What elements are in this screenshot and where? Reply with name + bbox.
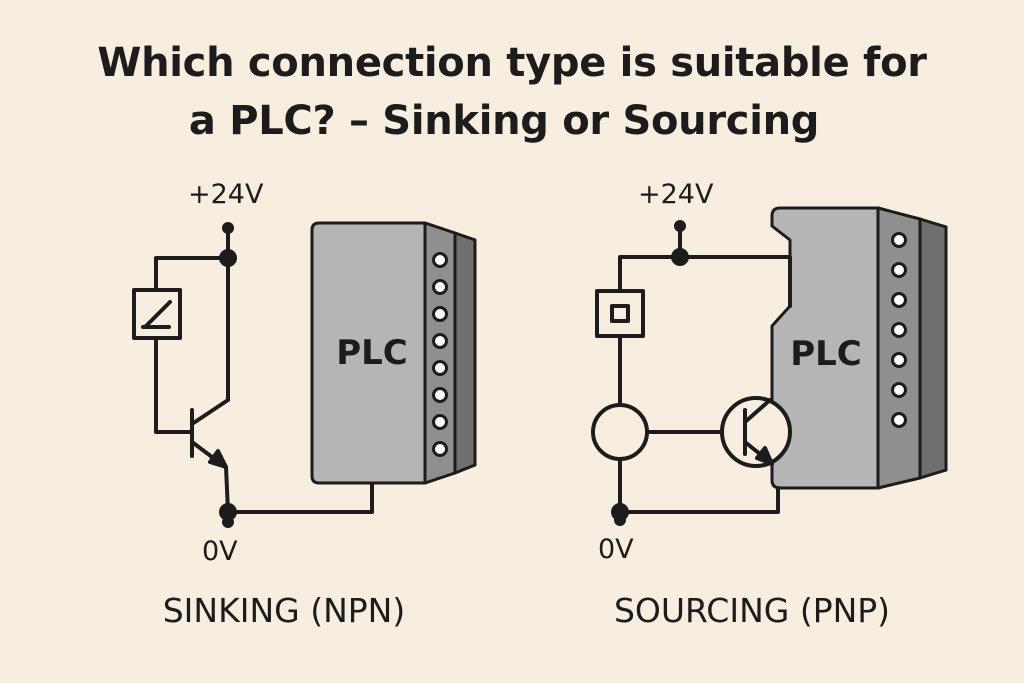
sourcing-plc-terminal-screw-icon xyxy=(891,232,907,248)
sinking-plc-side xyxy=(453,231,477,475)
sinking-emitter-arrow-icon xyxy=(208,449,228,469)
sinking-sensor-slash xyxy=(143,300,172,329)
sourcing-transistor-collector xyxy=(743,398,772,424)
sourcing-sensor-icon xyxy=(595,289,645,338)
sourcing-plc-terminal-screw-icon xyxy=(891,262,907,278)
sinking-plc-terminal-screw-icon xyxy=(432,333,448,349)
sourcing-load-icon xyxy=(591,403,649,461)
sinking-caption: SINKING (NPN) xyxy=(163,591,406,630)
sourcing-plc-terminals xyxy=(891,232,907,428)
sourcing-plc-terminal-screw-icon xyxy=(891,352,907,368)
sourcing-plc-feed-wire xyxy=(678,255,792,308)
sinking-supply-terminal xyxy=(222,222,234,234)
sourcing-plc-terminal-strip xyxy=(876,206,922,490)
sinking-plc-terminal-screw-icon xyxy=(432,306,448,322)
sinking-ground-terminal xyxy=(222,516,234,528)
sourcing-caption: SOURCING (PNP) xyxy=(614,591,890,630)
diagram-title-line-1: Which connection type is suitable for xyxy=(97,40,927,86)
sourcing-plc-terminal-screw-icon xyxy=(891,382,907,398)
sourcing-plc-module xyxy=(770,206,948,490)
sinking-plc-terminal-screw-icon xyxy=(432,387,448,403)
sinking-plc-input-wire xyxy=(226,481,374,514)
sinking-plc-terminals xyxy=(432,252,448,457)
sourcing-plc-return-wire xyxy=(618,486,780,514)
sourcing-plc-label: PLC xyxy=(790,334,862,374)
sinking-plc-terminal-screw-icon xyxy=(432,279,448,295)
sinking-plc-terminal-screw-icon xyxy=(432,414,448,430)
sinking-plc-label: PLC xyxy=(336,333,408,373)
sinking-sensor-feed-wire xyxy=(154,256,230,292)
sinking-transistor-collector xyxy=(190,398,230,426)
sourcing-circuit xyxy=(591,220,792,526)
sourcing-plc-terminal-screw-icon xyxy=(891,292,907,308)
sourcing-supply-label: +24V xyxy=(638,179,714,210)
sinking-plc-module xyxy=(310,221,477,485)
sinking-base-wire xyxy=(154,336,194,434)
sinking-plc-terminal-screw-icon xyxy=(432,360,448,376)
sourcing-sensor-feed-wire xyxy=(618,255,682,293)
sourcing-plc-side xyxy=(918,217,948,480)
sinking-supply-label: +24V xyxy=(188,179,264,210)
sourcing-transistor-icon xyxy=(720,396,792,468)
sinking-ground-label: 0V xyxy=(202,536,238,567)
sourcing-plc-terminal-screw-icon xyxy=(891,322,907,338)
sourcing-ground-terminal xyxy=(614,514,626,526)
sourcing-ground-label: 0V xyxy=(598,534,634,565)
sourcing-sensor-inner-square xyxy=(610,304,630,323)
sourcing-supply-terminal xyxy=(674,220,686,232)
sinking-circuit xyxy=(132,222,374,528)
sourcing-plc-terminal-screw-icon xyxy=(891,412,907,428)
sinking-plc-terminal-screw-icon xyxy=(432,441,448,457)
diagram-title-line-2: a PLC? – Sinking or Sourcing xyxy=(188,98,820,144)
sourcing-emitter-arrow-icon xyxy=(755,446,774,466)
sinking-plc-terminal-screw-icon xyxy=(432,252,448,268)
